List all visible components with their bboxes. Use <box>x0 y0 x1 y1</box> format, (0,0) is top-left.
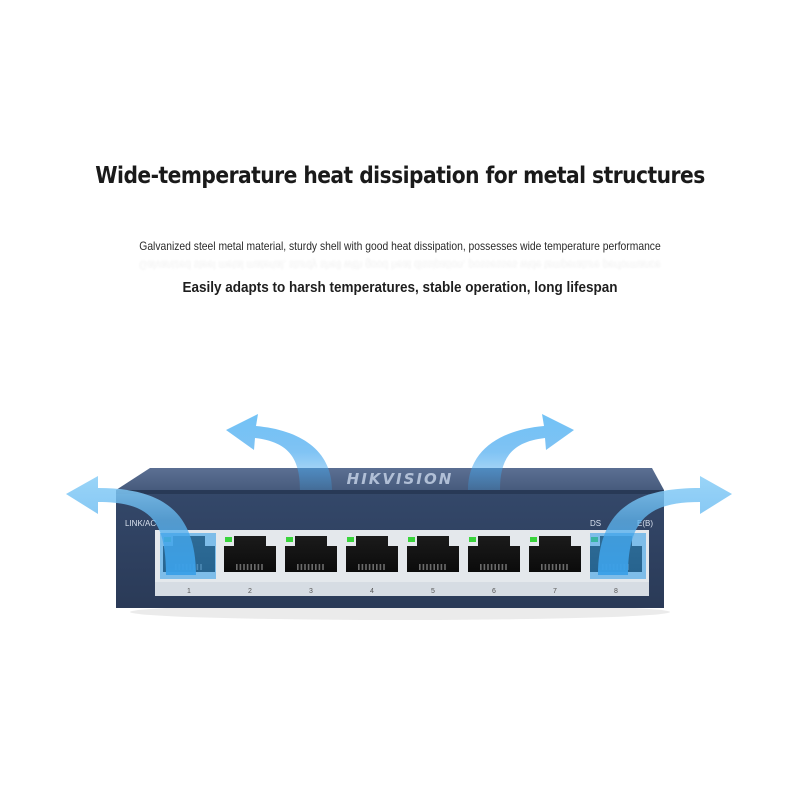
port-pin <box>297 564 299 570</box>
port-number: 2 <box>248 588 252 595</box>
port-pin <box>307 564 310 570</box>
link-act-label: LINK/AC <box>125 519 156 528</box>
port-number-strip <box>155 582 649 596</box>
ethernet-port-4: 4 <box>346 536 398 595</box>
port-number: 8 <box>614 588 618 595</box>
port-pin <box>426 564 428 570</box>
port-number: 7 <box>553 588 557 595</box>
headline: Wide-temperature heat dissipation for me… <box>95 163 705 189</box>
port-pin <box>505 564 507 570</box>
port-pin <box>544 564 547 570</box>
port-pin <box>236 564 238 570</box>
port-pin <box>358 564 360 570</box>
port-pin <box>483 564 486 570</box>
ethernet-port-3: 3 <box>285 536 337 595</box>
link-led <box>469 537 476 542</box>
port-pin <box>501 564 504 570</box>
ethernet-port-7: 7 <box>529 536 581 595</box>
port-pin <box>490 564 493 570</box>
port-pin <box>372 564 374 570</box>
port-housing <box>285 536 337 572</box>
link-led <box>530 537 537 542</box>
port-pin <box>318 564 321 570</box>
port-pin <box>239 564 242 570</box>
port-pin <box>566 564 568 570</box>
port-pin <box>322 564 324 570</box>
switch-illustration: HIKVISION LINK/AC DS E(B) 1 2 3 4 5 6 7 8 <box>66 414 732 620</box>
ethernet-port-6: 6 <box>468 536 520 595</box>
port-housing <box>529 536 581 572</box>
port-pin <box>246 564 249 570</box>
airflow-arrow-right <box>598 476 732 575</box>
model-label-right: E(B) <box>637 519 653 528</box>
airflow-arrow-upper-right <box>468 414 574 490</box>
port-pin <box>361 564 364 570</box>
link-led <box>225 537 232 542</box>
port-pin <box>429 564 432 570</box>
port-pin <box>261 564 263 570</box>
port-pin <box>383 564 385 570</box>
port-pin <box>254 564 256 570</box>
port-pin <box>559 564 561 570</box>
port-pin <box>304 564 306 570</box>
port-pin <box>311 564 313 570</box>
link-led <box>347 537 354 542</box>
port-pin <box>368 564 371 570</box>
subheadline: Easily adapts to harsh temperatures, sta… <box>182 279 618 296</box>
description: Galvanized steel metal material, sturdy … <box>139 239 661 253</box>
port-housing <box>468 536 520 572</box>
port-pin <box>551 564 554 570</box>
brand-logo: HIKVISION <box>347 470 454 488</box>
port-housing <box>346 536 398 572</box>
port-number: 4 <box>370 588 374 595</box>
port-pin <box>365 564 367 570</box>
port-housing <box>224 536 276 572</box>
ethernet-port-5: 5 <box>407 536 459 595</box>
port-number: 1 <box>187 588 191 595</box>
port-pin <box>494 564 496 570</box>
switch-top <box>116 468 664 490</box>
ethernet-port-2: 2 <box>224 536 276 595</box>
port-pin <box>498 564 500 570</box>
link-led <box>286 537 293 542</box>
port-pin <box>487 564 489 570</box>
port-pin <box>315 564 317 570</box>
airflow-arrow-upper-left <box>226 414 332 490</box>
port-pin <box>480 564 482 570</box>
port-number: 5 <box>431 588 435 595</box>
port-pin <box>440 564 443 570</box>
port-pin <box>422 564 425 570</box>
port-housing <box>407 536 459 572</box>
port-pin <box>243 564 245 570</box>
port-pin <box>541 564 543 570</box>
model-label-left: DS <box>590 519 601 528</box>
port-pin <box>300 564 303 570</box>
port-pin <box>548 564 550 570</box>
port-pin <box>562 564 565 570</box>
port-1-airflow-overlay <box>160 533 216 579</box>
port-pin <box>444 564 446 570</box>
switch-scene: HIKVISION LINK/AC DS E(B) 1 2 3 4 5 6 7 8 <box>0 380 800 660</box>
description-reflection: Galvanized steel metal material, sturdy … <box>139 258 661 272</box>
port-pin <box>433 564 435 570</box>
front-top-edge <box>116 490 664 494</box>
port-pin <box>376 564 378 570</box>
port-pin <box>250 564 252 570</box>
airflow-arrow-left <box>66 476 196 575</box>
port-pin <box>437 564 439 570</box>
port-number: 3 <box>309 588 313 595</box>
port-pin <box>379 564 382 570</box>
port-pin <box>257 564 260 570</box>
link-led <box>408 537 415 542</box>
port-pin <box>419 564 421 570</box>
port-8-airflow-overlay <box>590 533 646 579</box>
port-number: 6 <box>492 588 496 595</box>
port-pin <box>555 564 557 570</box>
